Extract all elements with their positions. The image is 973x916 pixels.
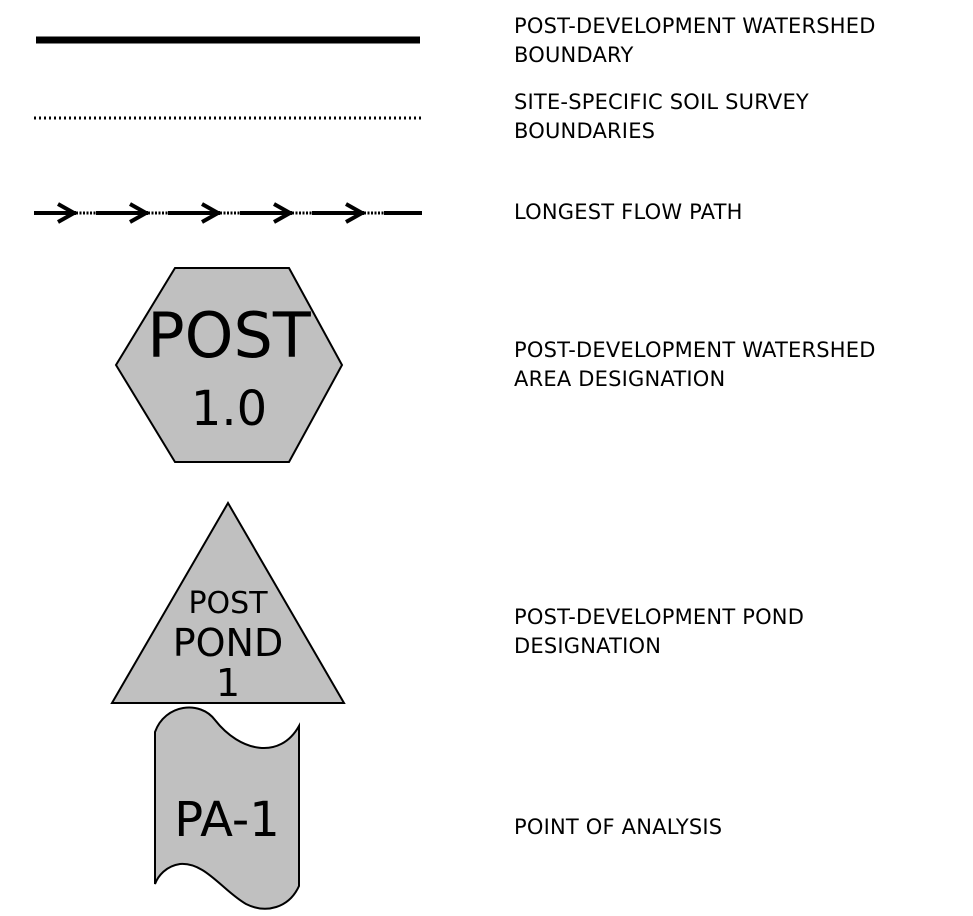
hexagon-shape [114,267,344,463]
point-of-analysis-banner: PA-1 [154,706,300,910]
pond-triangle: POST POND 1 [110,501,346,705]
label-line: POST-DEVELOPMENT POND [514,605,805,629]
flow-arrow-5 [345,202,384,224]
triangle-line2: POND [173,621,284,665]
flow-arrow-1 [57,202,96,224]
flow-arrow-2 [129,202,168,224]
banner-text: PA-1 [174,792,280,848]
label-line: POST-DEVELOPMENT WATERSHED [514,338,876,362]
banner-shape [154,706,300,910]
flow-arrow-3 [201,202,240,224]
triangle-line3: 1 [216,661,240,705]
label-soil-survey-boundaries: SITE-SPECIFIC SOIL SURVEY BOUNDARIES [514,88,809,146]
triangle-line1: POST [188,586,268,621]
label-watershed-boundary: POST-DEVELOPMENT WATERSHED BOUNDARY [514,12,876,70]
label-line: AREA DESIGNATION [514,367,726,391]
label-line: SITE-SPECIFIC SOIL SURVEY [514,90,809,114]
label-line: DESIGNATION [514,634,662,658]
triangle-shape [110,501,346,704]
label-longest-flow-path: LONGEST FLOW PATH [514,198,743,227]
label-pond-designation: POST-DEVELOPMENT POND DESIGNATION [514,603,804,661]
label-line: BOUNDARY [514,43,634,67]
flow-path-line [34,202,422,224]
label-watershed-area-designation: POST-DEVELOPMENT WATERSHED AREA DESIGNAT… [514,336,876,394]
label-line: POST-DEVELOPMENT WATERSHED [514,14,876,38]
hexagon-line2: 1.0 [191,381,267,437]
label-line: POINT OF ANALYSIS [514,815,723,839]
hexagon-line1: POST [147,299,312,372]
label-point-of-analysis: POINT OF ANALYSIS [514,813,722,842]
label-line: BOUNDARIES [514,119,656,143]
label-line: LONGEST FLOW PATH [514,200,743,224]
watershed-area-hexagon: POST 1.0 [114,267,344,463]
flow-arrow-4 [273,202,312,224]
